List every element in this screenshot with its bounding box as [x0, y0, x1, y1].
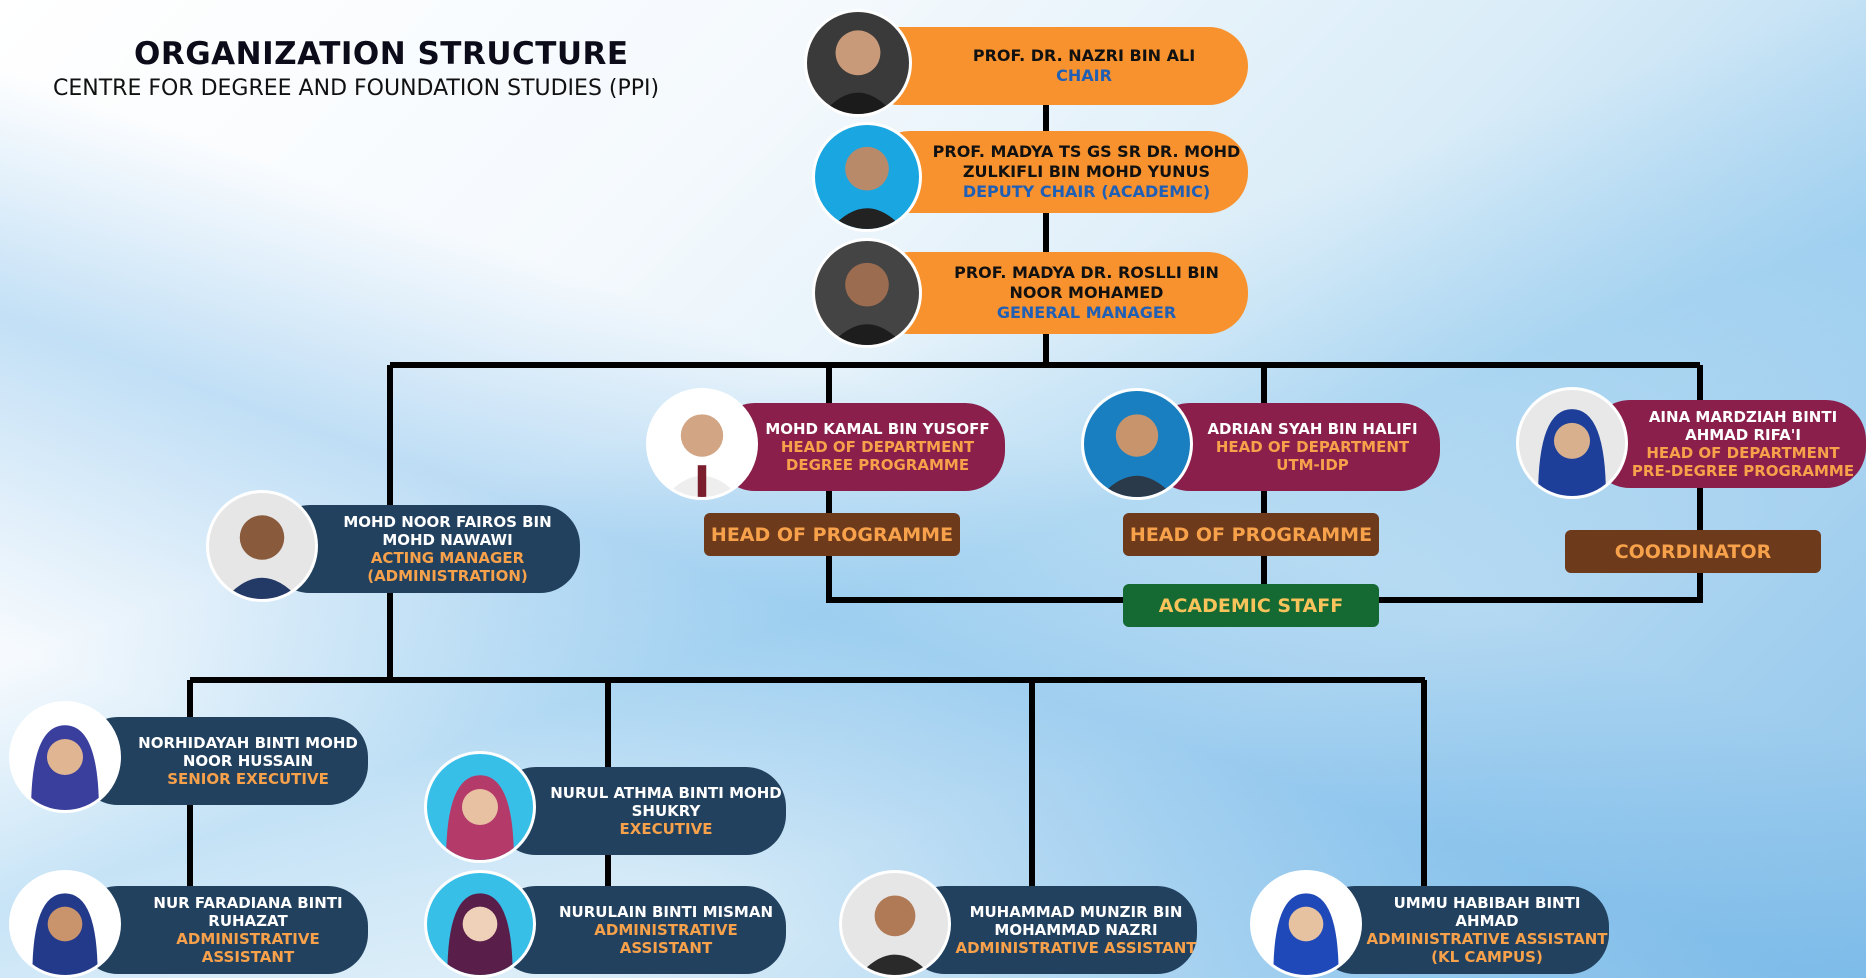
staff-role: EXECUTIVE	[619, 820, 713, 838]
chair-name: PROF. DR. NAZRI BIN ALI	[972, 46, 1196, 65]
department-card-degree: MOHD KAMAL BIN YUSOFF HEAD OF DEPARTMENT…	[715, 403, 1005, 491]
department-head-avatar	[1516, 387, 1628, 499]
head-of-programme-box-utm-idp: HEAD OF PROGRAMME	[1123, 513, 1379, 556]
staff-avatar	[424, 870, 536, 978]
general-manager-card: PROF. MADYA DR. ROSLLI BIN NOOR MOHAMED …	[870, 252, 1248, 334]
department-head-role: HEAD OF DEPARTMENT	[780, 438, 975, 456]
staff-card: NORHIDAYAH BINTI MOHD NOOR HUSSAIN SENIO…	[78, 717, 368, 805]
staff-card: NURUL ATHMA BINTI MOHD SHUKRY EXECUTIVE	[496, 767, 786, 855]
department-unit: DEGREE PROGRAMME	[785, 456, 970, 474]
staff-avatar	[9, 870, 121, 978]
general-manager-avatar	[812, 238, 922, 348]
staff-card: MUHAMMAD MUNZIR BIN MOHAMMAD NAZRI ADMIN…	[905, 886, 1197, 974]
staff-avatar	[424, 751, 536, 863]
staff-card: NURULAIN BINTI MISMAN ADMINISTRATIVE ASS…	[496, 886, 786, 974]
acting-manager-role: ACTING MANAGER (ADMINISTRATION)	[367, 549, 528, 585]
staff-name: NORHIDAYAH BINTI MOHD NOOR HUSSAIN	[138, 734, 358, 770]
acting-manager-name: MOHD NOOR FAIROS BIN MOHD NAWAWI	[343, 513, 552, 549]
department-head-role: HEAD OF DEPARTMENT	[1646, 444, 1840, 462]
department-head-avatar	[646, 388, 758, 500]
staff-role: ADMINISTRATIVE ASSISTANT	[176, 930, 320, 966]
chair-role: CHAIR	[1056, 66, 1112, 85]
deputy-chair-avatar	[812, 122, 922, 232]
staff-avatar	[839, 870, 951, 978]
staff-name: NUR FARADIANA BINTI RUHAZAT	[153, 894, 343, 930]
academic-staff-box: ACADEMIC STAFF	[1123, 584, 1379, 627]
page-subtitle: CENTRE FOR DEGREE AND FOUNDATION STUDIES…	[53, 76, 660, 101]
staff-name: NURUL ATHMA BINTI MOHD SHUKRY	[550, 784, 782, 820]
chair-card: PROF. DR. NAZRI BIN ALI CHAIR	[860, 27, 1248, 105]
head-of-programme-box-degree: HEAD OF PROGRAMME	[704, 513, 960, 556]
department-card-pre-degree: AINA MARDZIAH BINTI AHMAD RIFA'I HEAD OF…	[1590, 400, 1866, 488]
staff-name: MUHAMMAD MUNZIR BIN MOHAMMAD NAZRI	[969, 903, 1183, 939]
staff-name: UMMU HABIBAH BINTI AHMAD	[1393, 894, 1581, 930]
chair-avatar	[804, 9, 912, 117]
department-card-utm-idp: ADRIAN SYAH BIN HALIFI HEAD OF DEPARTMEN…	[1150, 403, 1440, 491]
acting-manager-avatar	[206, 490, 318, 602]
deputy-chair-role: DEPUTY CHAIR (ACADEMIC)	[962, 182, 1211, 201]
department-unit: PRE-DEGREE PROGRAMME	[1631, 462, 1855, 480]
deputy-chair-name: PROF. MADYA TS GS SR DR. MOHD ZULKIFLI B…	[932, 142, 1241, 181]
staff-role: ADMINISTRATIVE ASSISTANT	[955, 939, 1197, 957]
staff-name: NURULAIN BINTI MISMAN	[559, 903, 773, 921]
staff-role: SENIOR EXECUTIVE	[167, 770, 329, 788]
staff-card: NUR FARADIANA BINTI RUHAZAT ADMINISTRATI…	[78, 886, 368, 974]
coordinator-box: COORDINATOR	[1565, 530, 1821, 573]
department-head-name: AINA MARDZIAH BINTI AHMAD RIFA'I	[1648, 408, 1838, 444]
department-head-avatar	[1081, 388, 1193, 500]
department-head-name: MOHD KAMAL BIN YUSOFF	[765, 420, 990, 438]
staff-avatar	[1250, 870, 1362, 978]
staff-avatar	[9, 701, 121, 813]
department-unit: UTM-IDP	[1276, 456, 1349, 474]
page-title: ORGANIZATION STRUCTURE	[134, 36, 629, 72]
deputy-chair-card: PROF. MADYA TS GS SR DR. MOHD ZULKIFLI B…	[870, 131, 1248, 213]
department-head-role: HEAD OF DEPARTMENT	[1215, 438, 1410, 456]
general-manager-role: GENERAL MANAGER	[996, 303, 1177, 322]
staff-role: ADMINISTRATIVE ASSISTANT (KL CAMPUS)	[1366, 930, 1608, 966]
acting-manager-card: MOHD NOOR FAIROS BIN MOHD NAWAWI ACTING …	[270, 505, 580, 593]
general-manager-name: PROF. MADYA DR. ROSLLI BIN NOOR MOHAMED	[954, 263, 1219, 302]
staff-role: ADMINISTRATIVE ASSISTANT	[594, 921, 738, 957]
department-head-name: ADRIAN SYAH BIN HALIFI	[1207, 420, 1418, 438]
staff-card: UMMU HABIBAH BINTI AHMAD ADMINISTRATIVE …	[1315, 886, 1609, 974]
